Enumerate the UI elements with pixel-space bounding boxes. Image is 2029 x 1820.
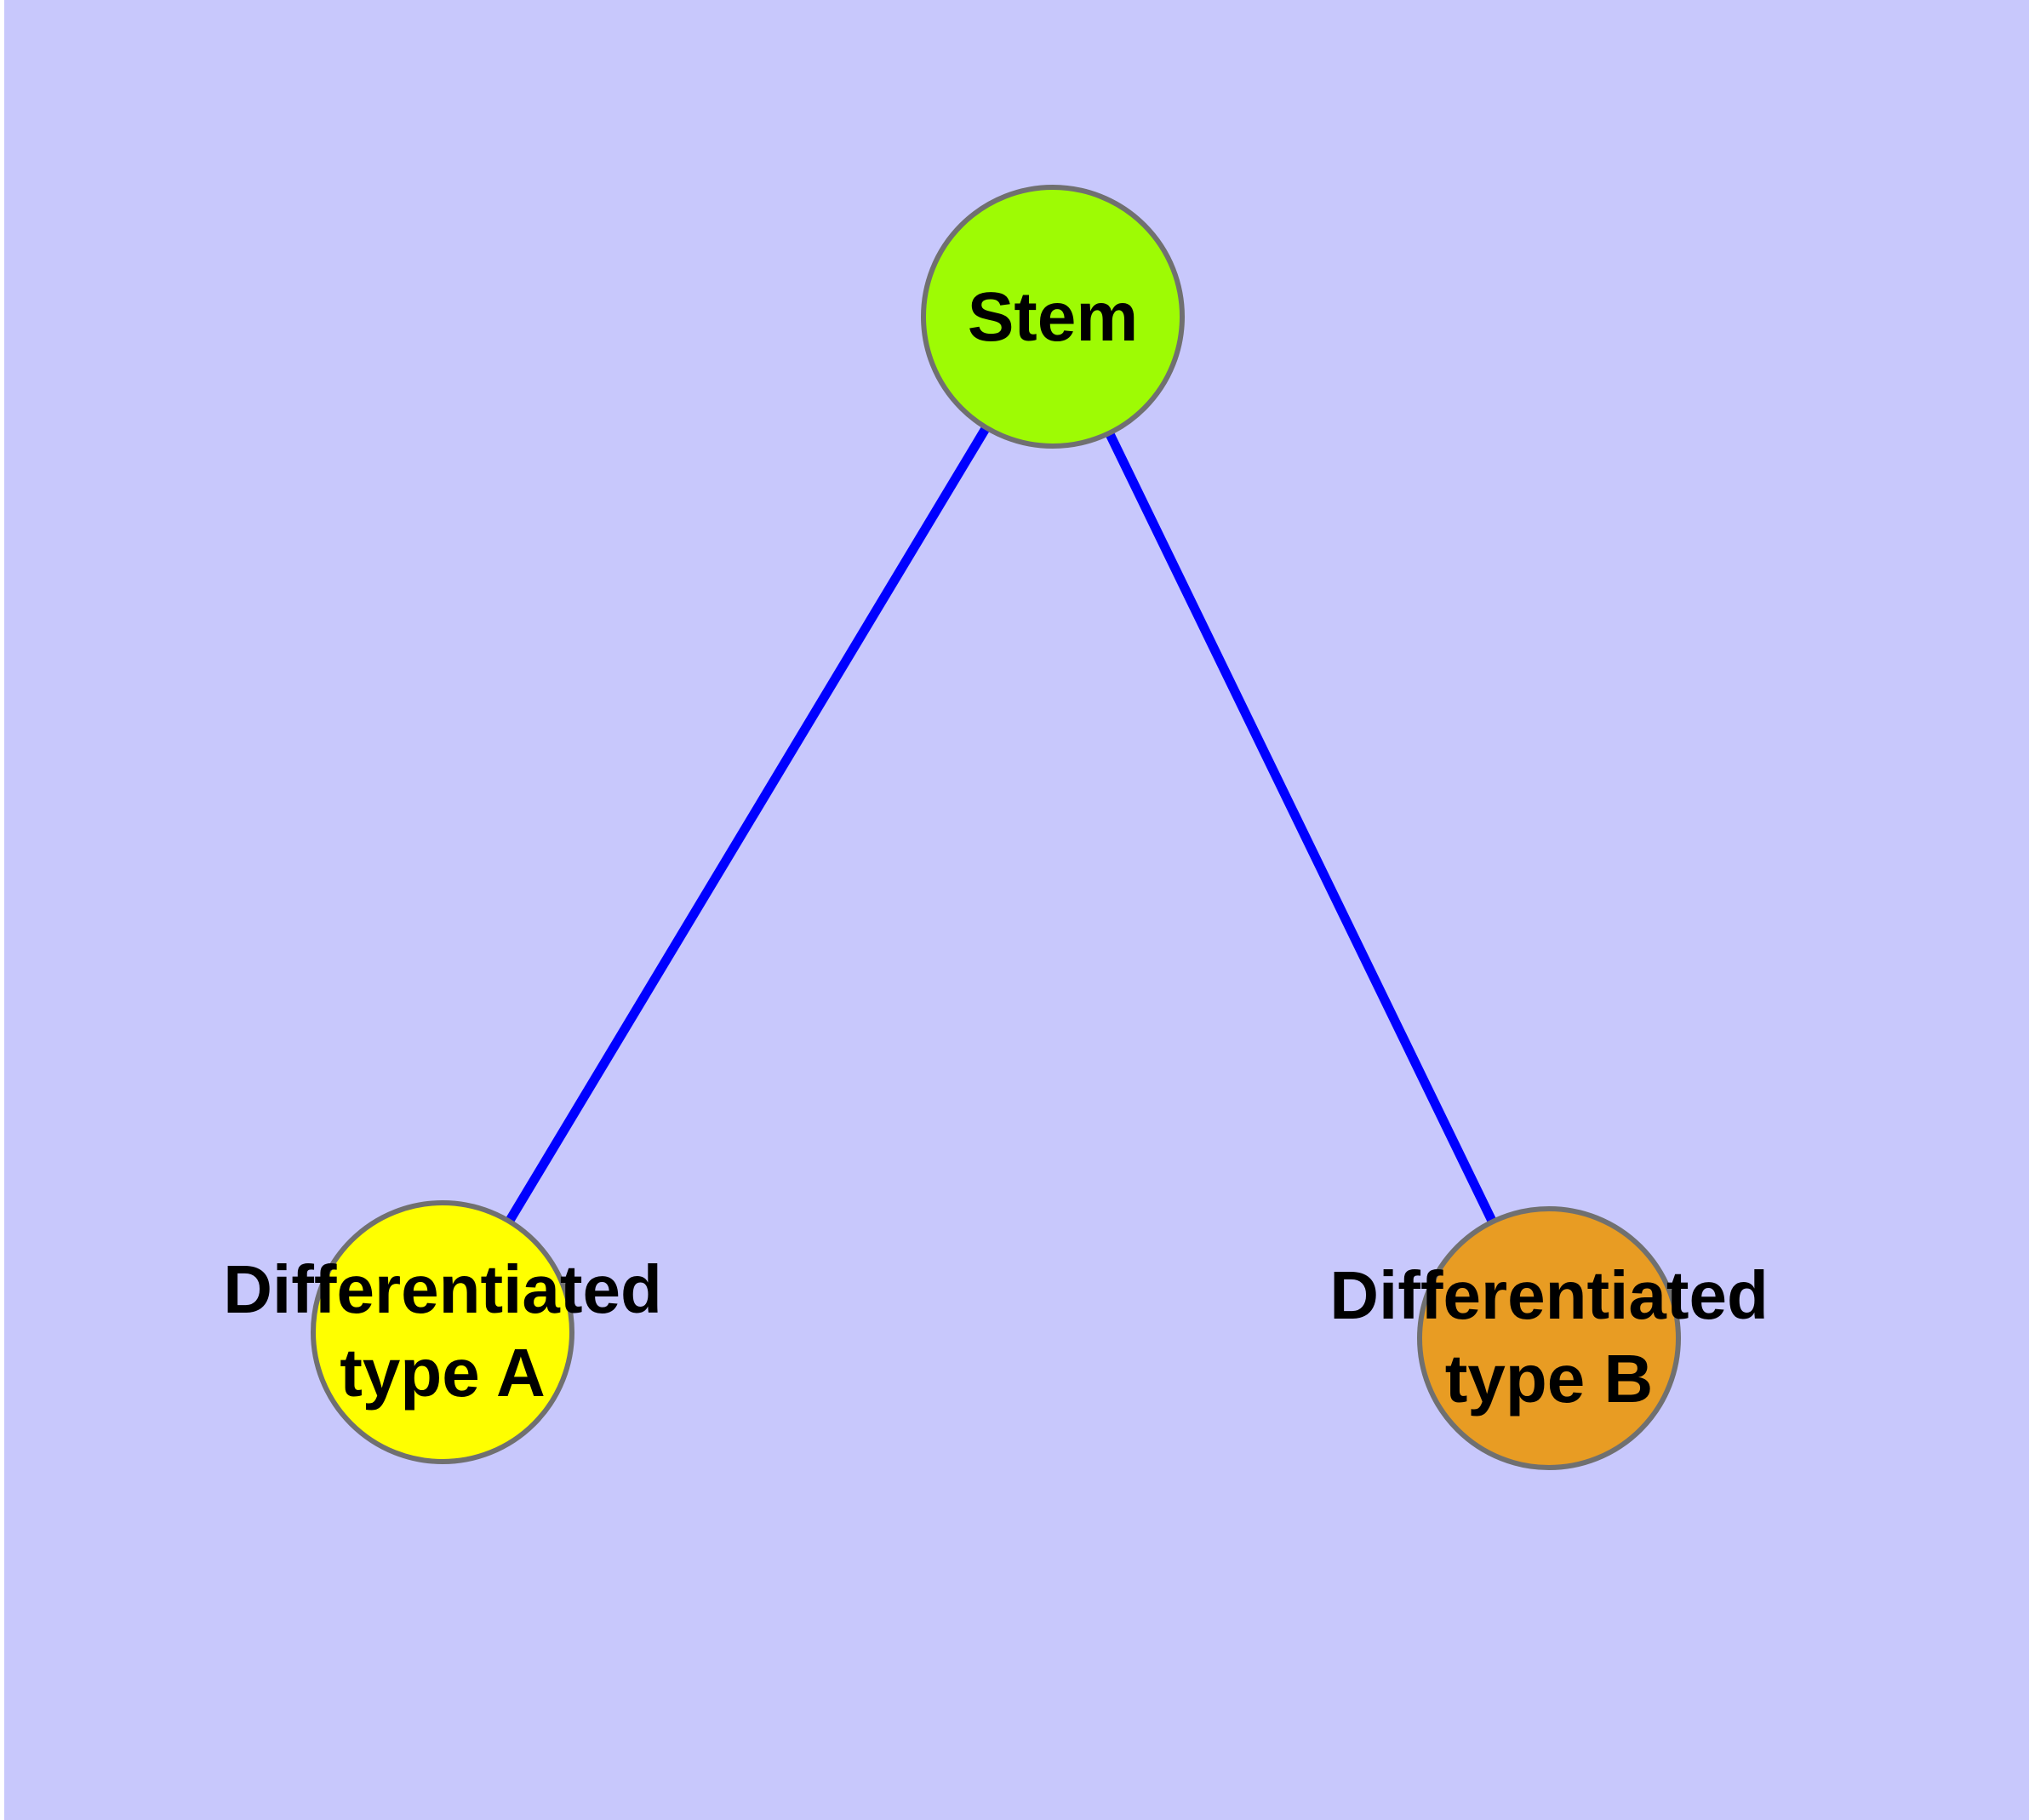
node-differentiated-type-b[interactable]: Differentiated type B	[1329, 1206, 1769, 1470]
node-differentiated-type-a-circle[interactable]	[311, 1200, 574, 1464]
node-differentiated-type-a-label-line2: type A	[340, 1335, 546, 1411]
node-differentiated-type-b-label-line1: Differentiated	[1329, 1257, 1769, 1333]
node-stem[interactable]: Stem	[921, 185, 1185, 449]
edge-stem-to-differentiated-type-b[interactable]	[1049, 314, 1553, 1341]
node-differentiated-type-b-label-line2: type B	[1445, 1341, 1654, 1417]
edge-stem-to-differentiated-type-a[interactable]	[438, 314, 1057, 1335]
node-stem-label: Stem	[968, 278, 1139, 356]
node-stem-circle[interactable]	[921, 185, 1185, 449]
node-differentiated-type-a[interactable]: Differentiated type A	[223, 1200, 662, 1464]
edge-layer	[438, 314, 1553, 1341]
node-differentiated-type-b-circle[interactable]	[1417, 1206, 1681, 1470]
node-layer: Stem Differentiated type A Differentiate…	[223, 185, 1769, 1470]
node-differentiated-type-a-label-line1: Differentiated	[223, 1251, 662, 1327]
